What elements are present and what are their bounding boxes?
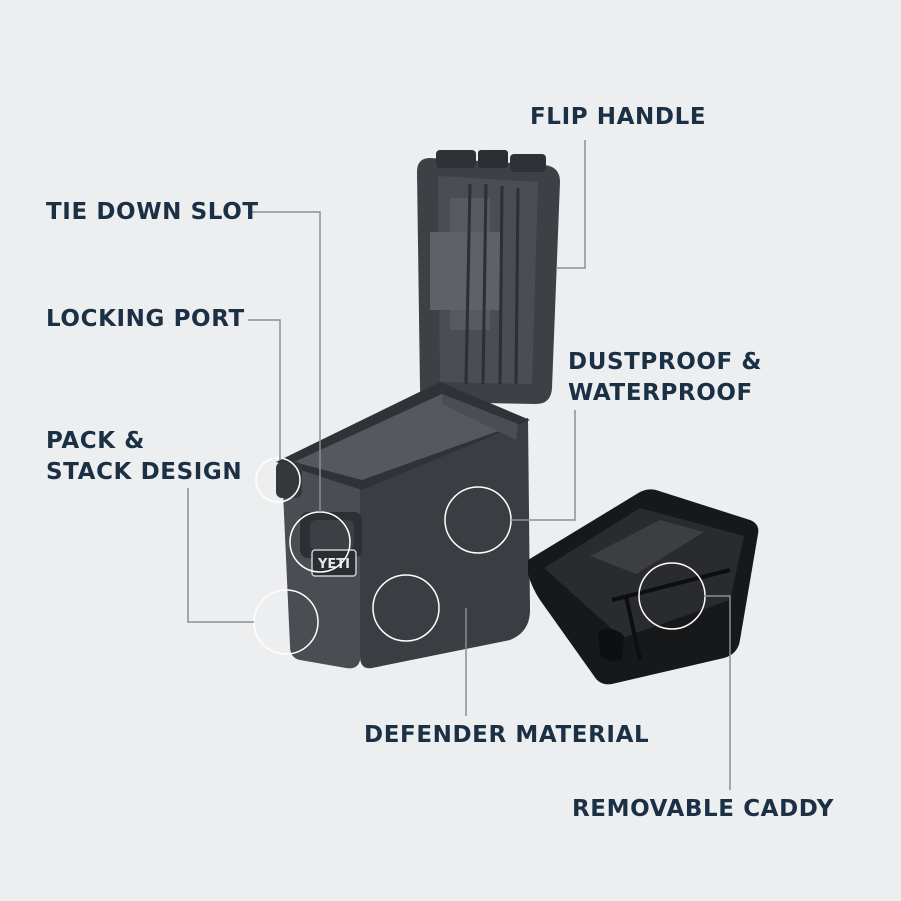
label-locking-port: LOCKING PORT: [46, 306, 245, 332]
callout-circle-defender: [372, 574, 440, 642]
leader-flip-handle: [556, 140, 586, 269]
label-removable-caddy: REMOVABLE CADDY: [572, 796, 835, 822]
yeti-logo: [311, 549, 357, 577]
yeti-logo-text: YETI: [317, 557, 350, 572]
label-flip-handle: FLIP HANDLE: [530, 104, 707, 130]
label-tie-down-slot: TIE DOWN SLOT: [46, 199, 259, 225]
lid-inner-plate: [430, 232, 500, 310]
flip-handle-hinge-left: [436, 150, 476, 168]
label-pack-stack-design: PACK & STACK DESIGN: [46, 428, 243, 485]
removable-caddy-illustration: [528, 489, 759, 685]
label-defender-material: DEFENDER MATERIAL: [364, 722, 650, 748]
leader-lines: [187, 140, 731, 790]
leader-dustproof: [511, 410, 576, 521]
open-lid: [417, 150, 560, 404]
leader-tie-down-slot: [252, 211, 321, 512]
callout-circle-pack-stack-top: [255, 457, 301, 503]
leader-removable-caddy: [704, 595, 731, 790]
label-dustproof-waterproof: DUSTPROOF & WATERPROOF: [568, 349, 763, 406]
tie-down-corner: [276, 462, 302, 498]
flip-handle-grip: [478, 150, 508, 168]
flip-handle-hinge-right: [510, 154, 546, 172]
box-body: YETI: [276, 382, 530, 669]
leader-locking-port: [248, 319, 281, 460]
leader-pack-stack: [187, 488, 254, 623]
